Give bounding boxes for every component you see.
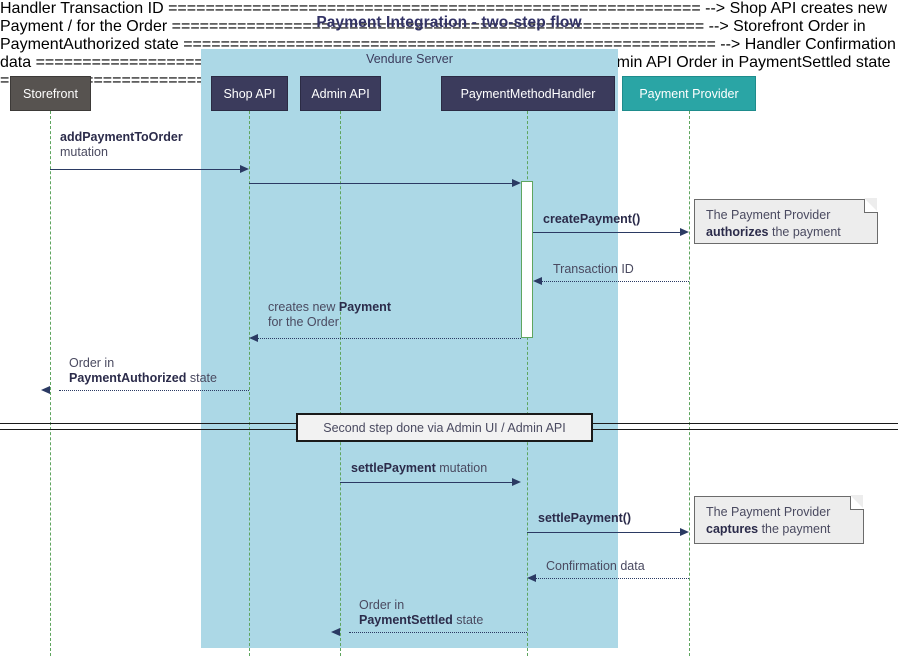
message-text-transaction-id: Transaction ID — [553, 262, 634, 276]
group-box-vendure-server — [201, 49, 618, 648]
message-line-creates-new-payment — [258, 338, 521, 339]
activation-bar-payment-method-handler — [521, 181, 533, 338]
divider-box: Second step done via Admin UI / Admin AP… — [296, 413, 593, 442]
message-line-order-payment-authorized — [59, 390, 249, 391]
participant-shop-api[interactable]: Shop API — [211, 76, 288, 111]
message-arrow-create-payment — [680, 227, 689, 236]
message-line-settle-payment-mutation — [340, 482, 512, 483]
message-text-creates-new-payment: creates new — [268, 300, 339, 314]
divider-label: Second step done via Admin UI / Admin AP… — [323, 420, 566, 435]
note-captures: The Payment Provider captures the paymen… — [694, 495, 864, 544]
participant-label-shop-api: Shop API — [223, 86, 276, 101]
message-label-creates-new-payment: creates new Payment for the Order — [268, 300, 391, 330]
message-line-transaction-id — [542, 281, 689, 282]
message-line-shop-to-handler — [249, 183, 512, 184]
lifeline-payment-provider — [689, 111, 690, 656]
message-bold-settle-payment-call: settlePayment() — [538, 511, 632, 525]
message-arrow-shop-to-handler — [512, 178, 521, 187]
note-authorizes: The Payment Provider authorizes the paym… — [694, 198, 878, 244]
message-bold-order-authorized: PaymentAuthorized — [69, 371, 187, 385]
lifeline-storefront — [50, 111, 51, 656]
message-arrow-order-payment-settled — [331, 627, 340, 636]
note-captures-bold: captures — [706, 522, 759, 536]
message-text-creates-new-payment-2: for the Order — [268, 315, 339, 329]
message-label-add-payment-to-order: addPaymentToOrder mutation — [60, 130, 183, 160]
participant-payment-provider[interactable]: Payment Provider — [622, 76, 756, 111]
message-label-transaction-id: Transaction ID — [553, 262, 634, 277]
note-fold-icon-2 — [850, 495, 864, 510]
message-arrow-transaction-id — [533, 276, 542, 285]
message-line-confirmation-data — [536, 578, 689, 579]
message-text-order-settled-1: Order in — [359, 598, 405, 612]
participant-label-payment-provider: Payment Provider — [639, 86, 739, 101]
participant-storefront[interactable]: Storefront — [10, 76, 91, 111]
group-label-vendure-server: Vendure Server — [366, 52, 453, 66]
note-fold-icon — [864, 198, 878, 213]
message-bold-settle-payment-mutation: settlePayment — [351, 461, 436, 475]
message-bold-add-payment-to-order: addPaymentToOrder — [60, 130, 183, 144]
message-arrow-settle-payment-call — [680, 527, 689, 536]
message-text-order-authorized-1: Order in — [69, 356, 115, 370]
message-label-settle-payment-mutation: settlePayment mutation — [351, 461, 487, 476]
message-line-add-payment-to-order — [50, 169, 240, 170]
message-arrow-add-payment-to-order — [240, 164, 249, 173]
message-text-order-settled-2: state — [452, 613, 484, 627]
message-label-settle-payment-call: settlePayment() — [538, 511, 631, 526]
message-text-confirmation-data: Confirmation data — [546, 559, 645, 573]
lifeline-shop-api — [249, 111, 250, 656]
message-label-order-payment-authorized: Order in PaymentAuthorized state — [69, 356, 217, 386]
message-label-confirmation-data: Confirmation data — [546, 559, 645, 574]
participant-payment-method-handler[interactable]: PaymentMethodHandler — [441, 76, 615, 111]
message-label-order-payment-settled: Order in PaymentSettled state — [359, 598, 483, 628]
message-line-order-payment-settled — [349, 632, 527, 633]
lifeline-payment-method-handler — [527, 111, 528, 656]
message-arrow-order-payment-authorized — [41, 385, 50, 394]
message-bold-order-settled: PaymentSettled — [359, 613, 453, 627]
message-text-add-payment-to-order: mutation — [60, 145, 108, 159]
note-captures-line1: The Payment Provider — [706, 505, 831, 519]
note-authorizes-bold: authorizes — [706, 225, 769, 239]
lifeline-admin-api — [340, 111, 341, 656]
diagram-title: Payment Integration - two-step flow — [316, 14, 582, 31]
participant-label-storefront: Storefront — [23, 86, 78, 101]
participant-label-payment-method-handler: PaymentMethodHandler — [460, 86, 596, 101]
message-line-create-payment — [533, 232, 680, 233]
message-label-create-payment: createPayment() — [543, 212, 640, 227]
note-captures-rest: the payment — [758, 522, 831, 536]
message-text-settle-payment-mutation: mutation — [435, 461, 488, 475]
note-authorizes-line1: The Payment Provider — [706, 208, 831, 222]
message-arrow-confirmation-data — [527, 573, 536, 582]
message-arrow-settle-payment-mutation — [512, 477, 521, 486]
message-bold-creates-new-payment: Payment — [338, 300, 391, 314]
message-arrow-creates-new-payment — [249, 333, 258, 342]
message-line-settle-payment-call — [527, 532, 680, 533]
participant-label-admin-api: Admin API — [311, 86, 370, 101]
note-authorizes-rest: the payment — [768, 225, 841, 239]
message-text-order-authorized-2: state — [186, 371, 217, 385]
participant-admin-api[interactable]: Admin API — [300, 76, 381, 111]
message-bold-create-payment: createPayment() — [543, 212, 641, 226]
